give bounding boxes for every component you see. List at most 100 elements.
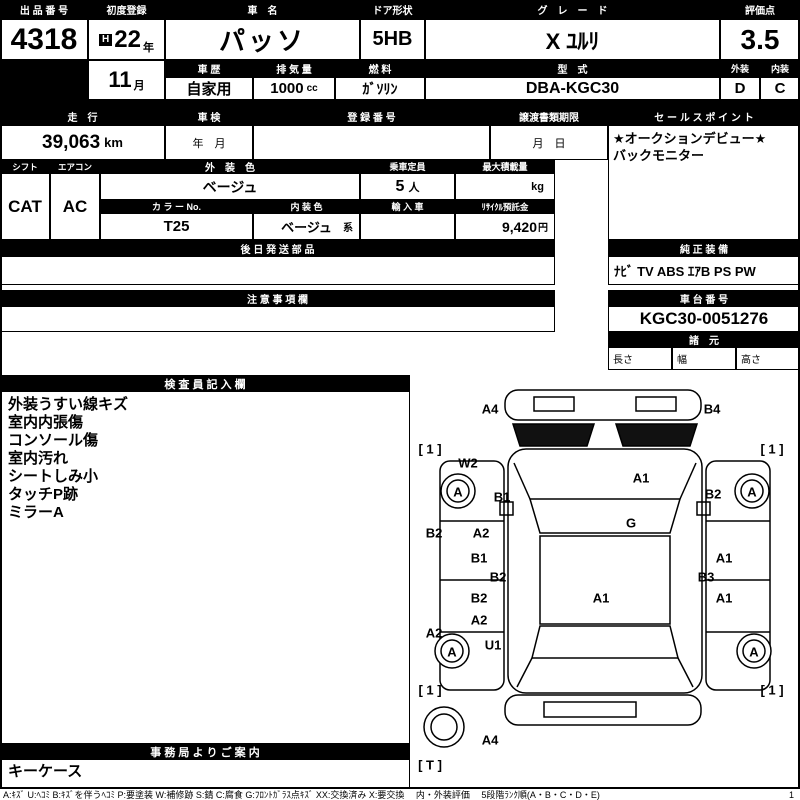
spec-height-cell: 高さ [736,347,800,370]
damage-mark: A4 [482,402,499,417]
recycle-deposit-label: ﾘｻｲｸﾙ預託金 [455,200,555,213]
headlight-left [511,423,596,447]
inspector-header: 検 査 員 記 入 欄 [0,375,410,392]
mileage-cell: 39,063 km [0,125,165,160]
capacity-label: 乗車定員 [360,160,455,173]
rear-bumper [504,694,702,726]
damage-mark: [ 1 ] [760,683,783,698]
lot-number-label: 出 品 番 号 [0,0,88,19]
exterior-grade-value: D [720,77,760,100]
model-code-label: 型 式 [425,60,720,77]
list-item: コンソール傷 [8,432,99,449]
damage-mark: A4 [482,733,499,748]
first-registration-month-cell: 11 月 [88,60,165,100]
displacement-value: 1000 [270,80,304,97]
interior-grade-label: 内装 [760,60,800,77]
damage-mark: B1 [494,490,511,505]
score-value: 3.5 [720,19,800,60]
cautions-value [0,306,555,332]
first-registration-month: 11 [108,67,132,92]
damage-mark: B2 [426,526,443,541]
list-item: 室内汚れ [8,450,69,467]
later-parts-label: 後 日 発 送 部 品 [0,240,555,256]
transfer-deadline-label: 譲渡書類期限 [490,108,608,125]
spec-width-label: 幅 [677,355,687,366]
office-header: 事 務 局 よ り ご 案 内 [0,743,410,760]
max-load-label: 最大積載量 [455,160,555,173]
recycle-deposit-cell: 9,420 円 [455,213,555,240]
mirror-left [499,501,514,516]
list-item: 外装うすい線キズ [8,396,129,413]
headlight-right [614,423,699,447]
a-pillar-right [679,462,697,500]
later-parts-value [0,256,555,285]
door-shape-value: 5HB [360,19,425,60]
damage-mark: B2 [705,487,722,502]
import-value [360,213,455,240]
first-registration-label: 初度登録 [88,0,165,19]
legend-bar: A:ｷｽﾞ U:ﾍｺﾐ B:ｷｽﾞを伴うﾍｺﾐ P:要塗装 W:補修跡 S:錆 … [0,789,800,800]
import-label: 輸 入 車 [360,200,455,213]
score-label: 評価点 [720,0,800,19]
damage-mark: B3 [698,570,715,585]
damage-mark: [ 1 ] [418,442,441,457]
damage-mark: A2 [471,613,488,628]
interior-grade-value: C [760,77,800,100]
displacement-unit: cc [306,83,318,94]
list-item: シートしみ小 [8,468,99,485]
year-unit: 年 [142,42,154,54]
lot-number-value: 4318 [0,19,88,60]
windshield [528,498,682,534]
damage-mark: B1 [471,551,488,566]
damage-mark: A2 [426,626,443,641]
damage-mark: [ 1 ] [418,683,441,698]
damage-mark: A1 [716,591,733,606]
damage-mark: B2 [490,570,507,585]
interior-color-cell: ベージュ 系 [253,213,360,240]
a-pillar-left [513,462,531,500]
damage-mark: B4 [704,402,721,417]
exterior-color-value: ベージュ [100,173,360,200]
interior-color-suffix: 系 [343,223,353,234]
displacement-label: 排 気 量 [253,60,335,77]
damage-mark: [ T ] [418,758,442,773]
aircon-label: エアコン [50,160,100,173]
fuel-label: 燃 料 [335,60,425,77]
list-item: 室内内張傷 [8,414,84,431]
damage-mark: U1 [485,638,502,653]
recycle-deposit-value: 9,420 [501,218,537,235]
interior-color-label: 内 装 色 [253,200,360,213]
aircon-value: AC [50,173,100,240]
mirror-right [696,501,711,516]
car-name-value: パッソ [165,19,360,60]
spec-length-cell: 長さ [608,347,672,370]
spare-tire [423,706,465,748]
fuel-value: ｶﾞｿﾘﾝ [335,77,425,100]
car-history-value: 自家用 [165,77,253,100]
damage-mark: [ 1 ] [760,442,783,457]
inspection-label: 車 検 [165,108,253,125]
month-unit: 月 [133,80,145,92]
max-load-cell: kg [455,173,555,200]
damage-mark: A2 [473,526,490,541]
separator-bar [0,100,800,108]
first-registration-year-cell: H 22 年 [88,19,165,60]
inspector-notes: 外装うすい線キズ室内内張傷コンソール傷室内汚れシートしみ小タッチP跡ミラーA [8,396,402,522]
c-pillar-right [677,657,694,688]
grade-label: グ レ ー ド [425,0,720,19]
damage-mark: B2 [471,591,488,606]
exterior-grade-label: 外装 [720,60,760,77]
car-history-label: 車 歴 [165,60,253,77]
capacity-unit: 人 [408,181,420,194]
damage-mark: A1 [633,471,650,486]
front-bumper-detail-left [533,396,575,412]
damage-mark: A [747,485,757,500]
spec-width-cell: 幅 [672,347,736,370]
capacity-cell: 5 人 [360,173,455,200]
inspector-box [0,375,410,788]
factory-equipment-label: 純 正 装 備 [608,240,800,256]
damage-mark: A [453,485,463,500]
shift-label: シフト [0,160,50,173]
mileage-value: 39,063 [42,131,101,153]
